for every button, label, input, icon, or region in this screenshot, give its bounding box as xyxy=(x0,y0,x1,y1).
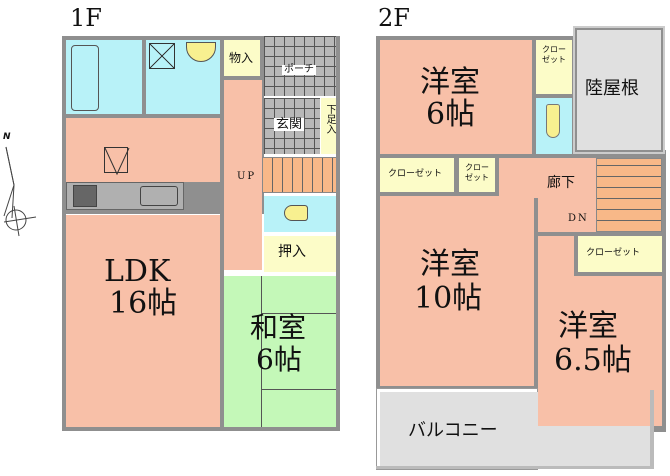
western-room-6: 洋室 6帖 xyxy=(380,40,532,154)
porch-label: ポーチ xyxy=(282,64,316,75)
western-room-6-5-overlay: 洋室 6.5帖 xyxy=(538,276,662,426)
entrance: 玄関 xyxy=(264,98,320,154)
balcony-rail xyxy=(376,466,654,469)
flat-roof: 陸屋根 xyxy=(577,30,661,150)
stairs-1f[interactable] xyxy=(262,157,340,193)
japanese-room: 和室 6帖 xyxy=(224,276,336,427)
toilet-1f xyxy=(264,196,340,232)
ldk-room: LDK 16帖 xyxy=(66,215,220,427)
stove-icon xyxy=(73,185,97,207)
ldk-size: 16帖 xyxy=(109,286,178,321)
washroom xyxy=(146,40,220,114)
wall xyxy=(62,427,340,431)
compass-label: N xyxy=(3,132,11,142)
western-room-2-size: 10帖 xyxy=(414,281,483,316)
closet-mid-label: クローゼット xyxy=(465,163,489,183)
compass-icon xyxy=(3,146,37,237)
closet-left-label: クローゼット xyxy=(388,169,443,179)
toilet-2f xyxy=(536,98,572,154)
hallway-label: 廊下 xyxy=(547,175,575,191)
shoe-storage: 下足入 xyxy=(321,98,340,154)
stairs-up-label: UP xyxy=(237,171,257,182)
ldk-name: LDK xyxy=(104,254,171,289)
western-room-3-size: 6.5帖 xyxy=(554,343,632,378)
sink-icon xyxy=(186,42,216,62)
stairs-2f[interactable] xyxy=(596,158,662,232)
kitchen-area xyxy=(66,118,220,182)
floor-title-2f: 2F xyxy=(378,4,410,32)
shoe-storage-label: 下足入 xyxy=(324,104,335,134)
western-room-10: 洋室 10帖 xyxy=(380,196,534,386)
western-room-1-name: 洋室 xyxy=(420,65,480,100)
wall xyxy=(220,118,224,430)
hallway-1f xyxy=(224,80,262,270)
closet-top: クローゼット xyxy=(536,40,572,94)
japanese-room-name: 和室 xyxy=(250,311,307,344)
oshiire-label: 押入 xyxy=(278,244,306,260)
closet-oshiire: 押入 xyxy=(264,236,340,272)
bathtub-icon xyxy=(71,45,99,111)
western-room-3-name: 洋室 xyxy=(558,309,618,344)
hallway-2f-lower: 廊下 DN xyxy=(538,158,596,232)
closet-left: クローゼット xyxy=(380,158,454,192)
bathroom xyxy=(66,40,142,114)
closet-right-label: クローゼット xyxy=(586,248,641,258)
stairs-down-label: DN xyxy=(568,213,589,224)
balcony-rail xyxy=(650,390,654,468)
wall xyxy=(62,114,66,431)
washing-machine-icon xyxy=(149,43,175,69)
closet-right: クローゼット xyxy=(578,236,662,272)
hallway-2f-nook xyxy=(538,236,574,276)
storage-room: 物入 xyxy=(224,40,260,76)
kitchen-counter xyxy=(66,182,184,210)
range-hood-icon xyxy=(104,147,130,176)
japanese-room-size: 6帖 xyxy=(256,343,302,376)
western-room-2-name: 洋室 xyxy=(420,247,480,282)
balcony: バルコニー xyxy=(380,392,650,466)
entrance-threshold xyxy=(282,96,318,98)
wall xyxy=(336,36,340,431)
entrance-label: 玄関 xyxy=(274,117,305,132)
kitchen-sink-icon xyxy=(140,186,178,206)
closet-mid: クローゼット xyxy=(459,158,495,192)
flat-roof-label: 陸屋根 xyxy=(585,78,639,99)
toilet-icon xyxy=(546,104,560,138)
balcony-label: バルコニー xyxy=(408,420,498,441)
closet-top-label: クローゼット xyxy=(542,45,566,64)
toilet-icon xyxy=(284,205,308,221)
porch: ポーチ xyxy=(264,36,340,96)
western-room-1-size: 6帖 xyxy=(426,97,476,132)
floor-title-1f: 1F xyxy=(70,4,102,32)
storage-label: 物入 xyxy=(229,51,254,65)
